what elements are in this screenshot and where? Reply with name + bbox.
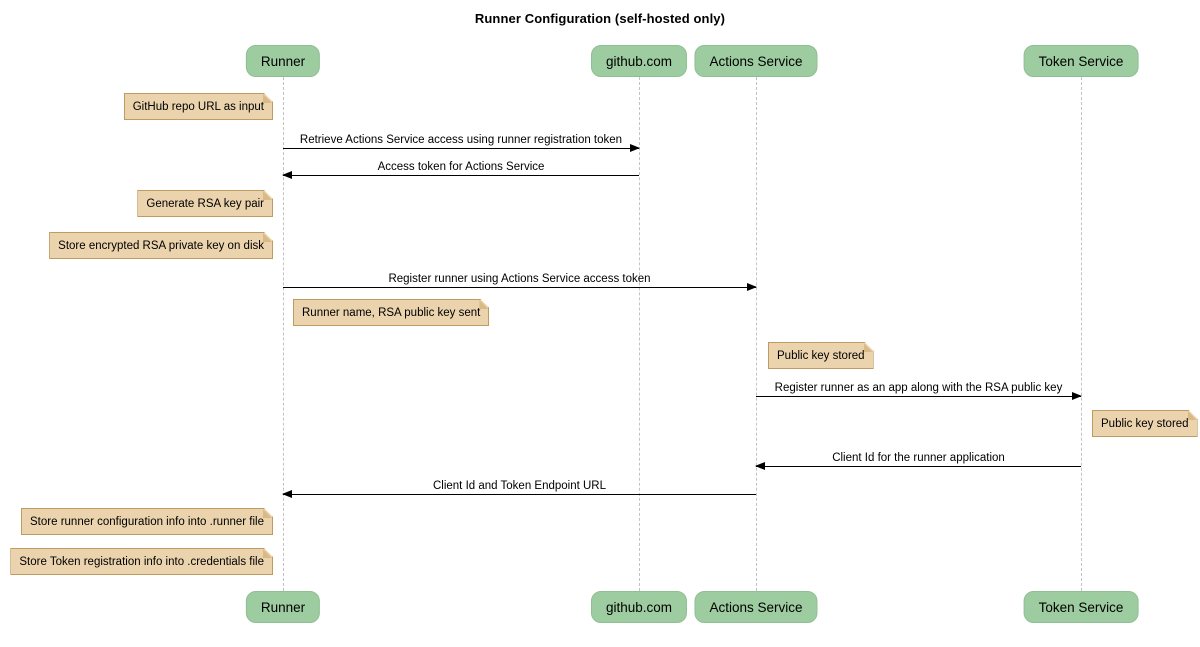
note-text: Generate RSA key pair [146, 197, 264, 210]
note-text: GitHub repo URL as input [132, 100, 264, 113]
arrowhead-right-icon [1072, 392, 1082, 400]
note-store-credentials-file: Store Token registration info into .cred… [10, 548, 273, 575]
note-text: Public key stored [1101, 417, 1189, 430]
note-text: Store Token registration info into .cred… [19, 555, 264, 568]
message-label: Client Id and Token Endpoint URL [432, 480, 607, 492]
participant-github-top: github.com [590, 45, 688, 77]
participant-runner-bottom: Runner [245, 591, 321, 623]
note-text: Public key stored [777, 349, 865, 362]
note-runner-name-sent: Runner name, RSA public key sent [293, 299, 489, 326]
participant-token-service-top: Token Service [1023, 45, 1139, 77]
participant-token-service-bottom: Token Service [1023, 591, 1139, 623]
message-label: Client Id for the runner application [832, 452, 1005, 464]
message-register-runner: Register runner using Actions Service ac… [283, 273, 757, 291]
arrowhead-left-icon [282, 490, 292, 498]
message-label: Retrieve Actions Service access using ru… [299, 134, 623, 146]
message-label: Register runner as an app along with the… [774, 382, 1063, 394]
participant-github-bottom: github.com [590, 591, 688, 623]
arrowhead-left-icon [755, 462, 765, 470]
note-text: Store encrypted RSA private key on disk [58, 239, 264, 252]
participant-actions-service-bottom: Actions Service [694, 591, 818, 623]
note-text: Runner name, RSA public key sent [302, 306, 481, 319]
participant-actions-service-top: Actions Service [694, 45, 818, 77]
note-store-private-key: Store encrypted RSA private key on disk [49, 232, 273, 259]
lifeline-actions-service [756, 77, 757, 591]
lifeline-runner [283, 77, 284, 591]
lifeline-github [639, 77, 640, 591]
message-label: Access token for Actions Service [377, 161, 545, 173]
arrowhead-left-icon [282, 171, 292, 179]
message-client-id-endpoint: Client Id and Token Endpoint URL [282, 480, 756, 498]
arrowhead-right-icon [630, 144, 640, 152]
message-client-id: Client Id for the runner application [755, 452, 1081, 470]
participant-runner-top: Runner [245, 45, 321, 77]
message-access-token: Access token for Actions Service [282, 161, 639, 179]
arrowhead-right-icon [747, 283, 757, 291]
note-generate-rsa: Generate RSA key pair [137, 190, 273, 217]
note-public-key-stored-actions: Public key stored [768, 342, 874, 369]
message-register-app: Register runner as an app along with the… [756, 382, 1082, 400]
lifeline-token-service [1081, 77, 1082, 591]
message-label: Register runner using Actions Service ac… [388, 273, 651, 285]
note-store-runner-file: Store runner configuration info into .ru… [21, 508, 273, 535]
note-github-repo-url: GitHub repo URL as input [124, 93, 273, 120]
note-text: Store runner configuration info into .ru… [30, 515, 264, 528]
note-public-key-stored-token: Public key stored [1092, 410, 1198, 437]
diagram-title: Runner Configuration (self-hosted only) [474, 11, 726, 26]
message-retrieve-actions-access: Retrieve Actions Service access using ru… [283, 134, 640, 152]
